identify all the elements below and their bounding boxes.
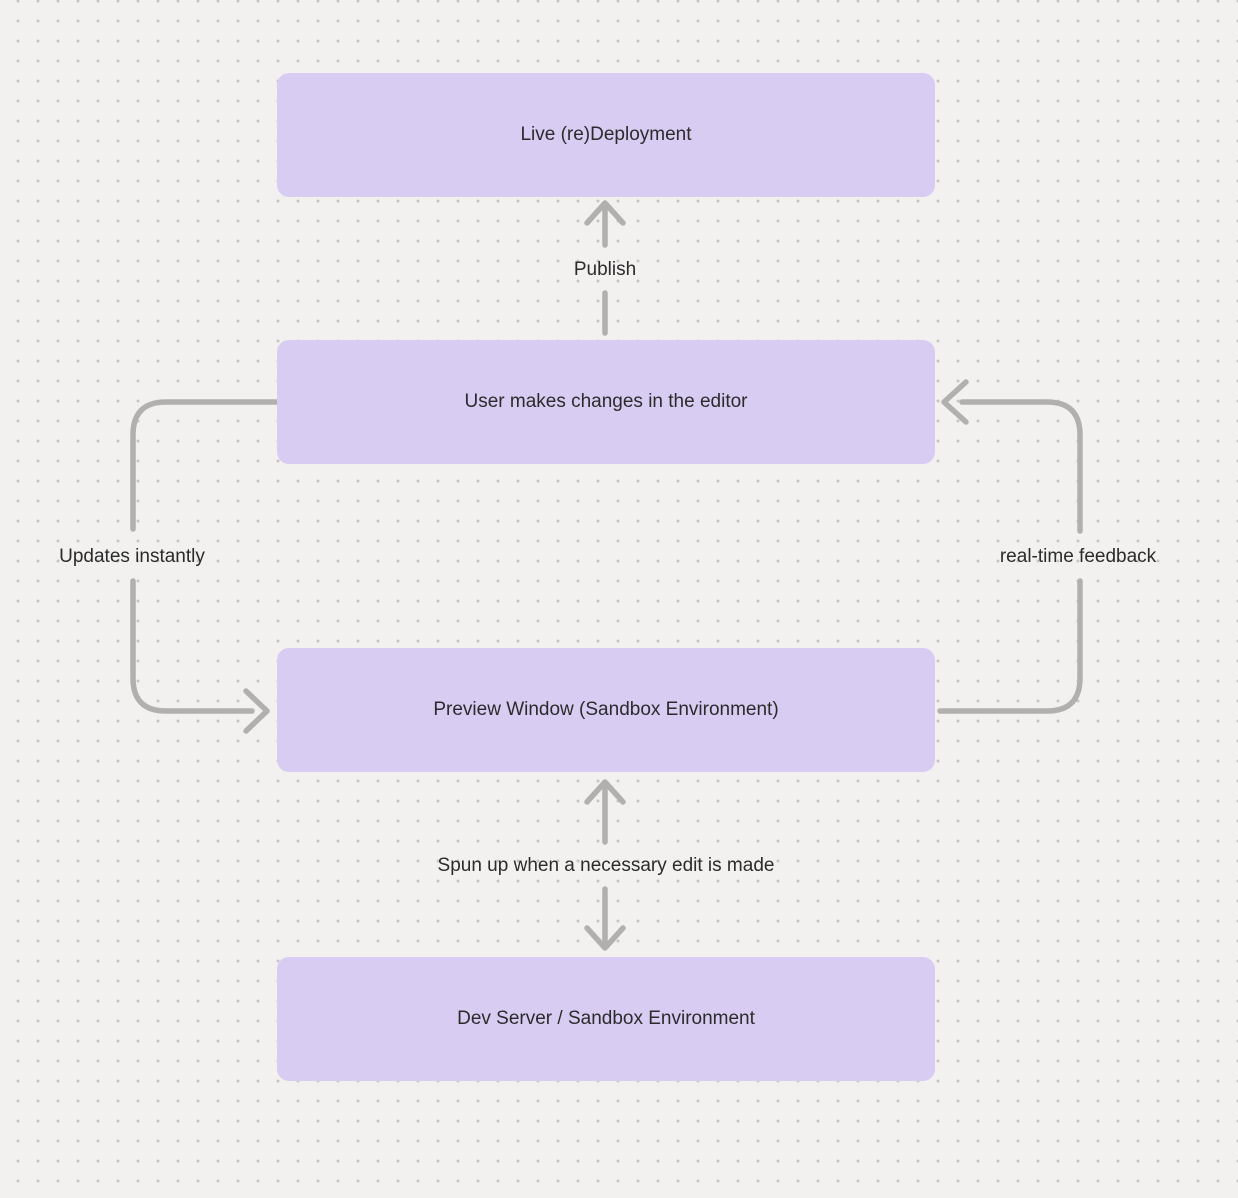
node-user-editor[interactable]: User makes changes in the editor [277, 340, 935, 464]
node-label: Live (re)Deployment [520, 123, 692, 145]
arrowhead-down-icon [584, 925, 626, 951]
arrowhead-left-icon [941, 379, 969, 425]
edge-label-spun-up: Spun up when a necessary edit is made [437, 855, 775, 876]
node-preview-window[interactable]: Preview Window (Sandbox Environment) [277, 648, 935, 772]
node-label: Preview Window (Sandbox Environment) [433, 698, 779, 720]
arrow-updates-instantly [130, 399, 282, 734]
arrowhead-up-icon [584, 200, 626, 226]
node-live-redeployment[interactable]: Live (re)Deployment [277, 73, 935, 197]
edge-label-publish: Publish [573, 259, 637, 280]
edge-label-updates-instantly: Updates instantly [59, 546, 205, 567]
arrow-publish [584, 200, 626, 336]
node-dev-server[interactable]: Dev Server / Sandbox Environment [277, 957, 935, 1081]
node-label: User makes changes in the editor [464, 390, 748, 412]
edge-label-real-time-feedback: real-time feedback [999, 546, 1157, 567]
arrowhead-up-icon [584, 779, 626, 805]
arrowhead-right-icon [243, 688, 270, 734]
node-label: Dev Server / Sandbox Environment [457, 1007, 755, 1029]
arrow-spun-up [584, 779, 626, 951]
arrow-real-time-feedback [937, 379, 1083, 714]
